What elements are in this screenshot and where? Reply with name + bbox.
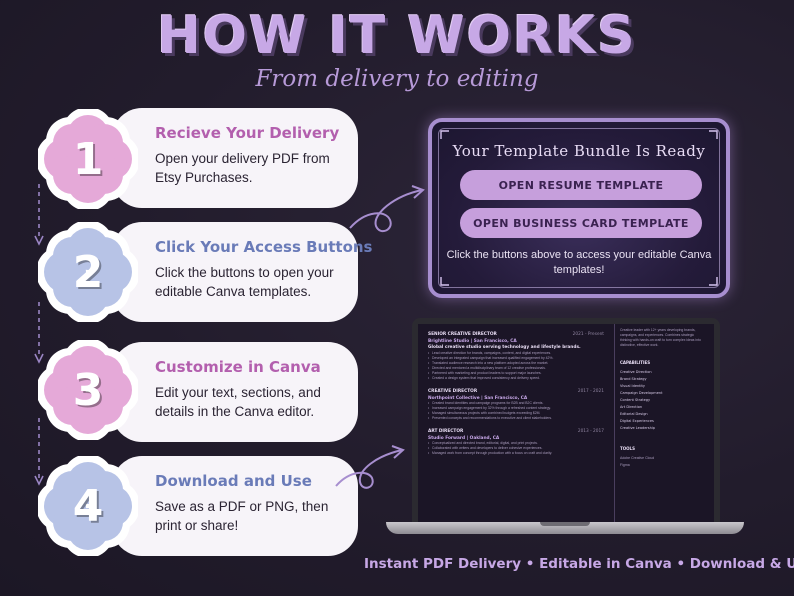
capability-item: Digital Experiences: [620, 419, 654, 423]
step-card-4: Download and Use Save as a PDF or PNG, t…: [112, 456, 358, 556]
step-heading: Customize in Canva: [155, 358, 321, 376]
step-number: 4: [72, 480, 104, 532]
job-bullet: Presented concepts and recommendations t…: [428, 416, 604, 421]
step-card-2: Click Your Access Buttons Click the butt…: [112, 222, 373, 322]
job-dates: 2013 - 2017: [577, 429, 604, 434]
job-role: ART DIRECTOR 2013 - 2017: [428, 429, 604, 434]
job-dates: 2021 - Present: [572, 332, 604, 337]
job-bullet: Directed and mentored a multidisciplinar…: [428, 366, 604, 371]
capabilities-heading: CAPABILITIES: [620, 360, 651, 365]
capability-item: Brand Strategy: [620, 377, 647, 381]
resume-preview: SENIOR CREATIVE DIRECTOR 2021 - Present B…: [418, 324, 714, 522]
page-subtitle: From delivery to editing: [255, 66, 539, 92]
corner-ornament-icon: [709, 130, 718, 139]
curvy-arrow-icon: [349, 185, 425, 233]
job-title: CREATIVE DIRECTOR: [428, 389, 478, 394]
job-bullet: Partnered with marketing and product lea…: [428, 371, 604, 376]
step-number: 1: [72, 133, 104, 185]
capability-item: Editorial Design: [620, 412, 648, 416]
job-tagline: Global creative studio serving technolog…: [428, 345, 581, 350]
feature-footer: Instant PDF Delivery • Editable in Canva…: [364, 556, 794, 572]
capability-item: Creative Direction: [620, 370, 652, 374]
step-number-badge: 1: [38, 109, 138, 209]
open-business-card-template-button[interactable]: OPEN BUSINESS CARD TEMPLATE: [460, 208, 702, 238]
step-text: Edit your text, sections, and details in…: [155, 385, 321, 419]
dashed-arrow-icon: [34, 184, 44, 246]
dashed-arrow-icon: [34, 418, 44, 486]
laptop-notch: [540, 522, 590, 526]
page-title: HOW IT WORKS: [157, 6, 637, 66]
corner-ornament-icon: [440, 130, 449, 139]
bundle-note: Click the buttons above to access your e…: [446, 249, 712, 276]
step-number: 3: [72, 364, 104, 416]
corner-ornament-icon: [709, 277, 718, 286]
job-company: Brightline Studio | San Francisco, CA: [428, 339, 517, 344]
capability-item: Content Strategy: [620, 398, 651, 402]
job-bullet: Collaborated with writers and developers…: [428, 446, 604, 451]
resume-sidebar: Creative leader with 12+ years developin…: [620, 328, 704, 469]
template-bundle-card: Your Template Bundle Is Ready OPEN RESUM…: [428, 118, 730, 298]
flower-icon: [38, 109, 138, 209]
job-title: SENIOR CREATIVE DIRECTOR: [428, 332, 497, 337]
job-bullet: Developed an integrated campaign that in…: [428, 356, 604, 361]
laptop-base: [386, 522, 744, 534]
step-card-1: Recieve Your Delivery Open your delivery…: [112, 108, 358, 208]
capability-item: Visual Identity: [620, 384, 645, 388]
capability-item: Campaign Development: [620, 391, 663, 395]
flower-icon: [38, 340, 138, 440]
job-bullet: Managed simultaneous projects with combi…: [428, 411, 604, 416]
capability-item: Art Direction: [620, 405, 643, 409]
divider: [614, 324, 615, 522]
step-text: Click the buttons to open your editable …: [155, 265, 334, 299]
job-bullet: Conceptualized and directed brand, edito…: [428, 441, 604, 446]
profile-blurb: Creative leader with 12+ years developin…: [620, 328, 701, 347]
job-bullet: Lead creative direction for brands, camp…: [428, 351, 604, 356]
step-heading: Download and Use: [155, 472, 312, 490]
step-card-3: Customize in Canva Edit your text, secti…: [112, 342, 358, 442]
open-resume-template-button[interactable]: OPEN RESUME TEMPLATE: [460, 170, 702, 200]
job-bullet: Managed work from concept through produc…: [428, 451, 604, 456]
flower-icon: [38, 222, 138, 322]
step-text: Open your delivery PDF from Etsy Purchas…: [155, 151, 330, 185]
step-number-badge: 4: [38, 456, 138, 556]
tool-item: Figma: [620, 463, 630, 467]
job-role: CREATIVE DIRECTOR 2017 - 2021: [428, 389, 604, 394]
job-bullet: Created a design system that improved co…: [428, 376, 604, 381]
job-bullet: Translated audience research into a new …: [428, 361, 604, 366]
step-number-badge: 2: [38, 222, 138, 322]
job-company: Studio Forward | Oakland, CA: [428, 436, 500, 441]
step-heading: Click Your Access Buttons: [155, 238, 373, 256]
step-number: 2: [72, 246, 104, 298]
tools-heading: TOOLS: [620, 446, 635, 451]
tool-item: Adobe Creative Cloud: [620, 456, 655, 460]
dashed-arrow-icon: [34, 302, 44, 364]
curvy-arrow-icon: [335, 445, 405, 489]
job-dates: 2017 - 2021: [577, 389, 604, 394]
step-heading: Recieve Your Delivery: [155, 124, 340, 142]
job-company: Northpoint Collective | San Francisco, C…: [428, 396, 528, 401]
step-text: Save as a PDF or PNG, then print or shar…: [155, 499, 329, 533]
job-title: ART DIRECTOR: [428, 429, 464, 434]
corner-ornament-icon: [440, 277, 449, 286]
capability-item: Creative Leadership: [620, 426, 656, 430]
step-number-badge: 3: [38, 340, 138, 440]
laptop-screen: SENIOR CREATIVE DIRECTOR 2021 - Present B…: [412, 318, 720, 522]
decorative-frame: [438, 128, 720, 288]
flower-icon: [38, 456, 138, 556]
resume-experience: SENIOR CREATIVE DIRECTOR 2021 - Present B…: [428, 328, 604, 456]
job-bullet: Increased campaign engagement by 32% thr…: [428, 406, 604, 411]
job-bullet: Created brand identities and campaign pr…: [428, 401, 604, 406]
job-role: SENIOR CREATIVE DIRECTOR 2021 - Present: [428, 332, 604, 337]
bundle-title: Your Template Bundle Is Ready: [452, 142, 706, 160]
